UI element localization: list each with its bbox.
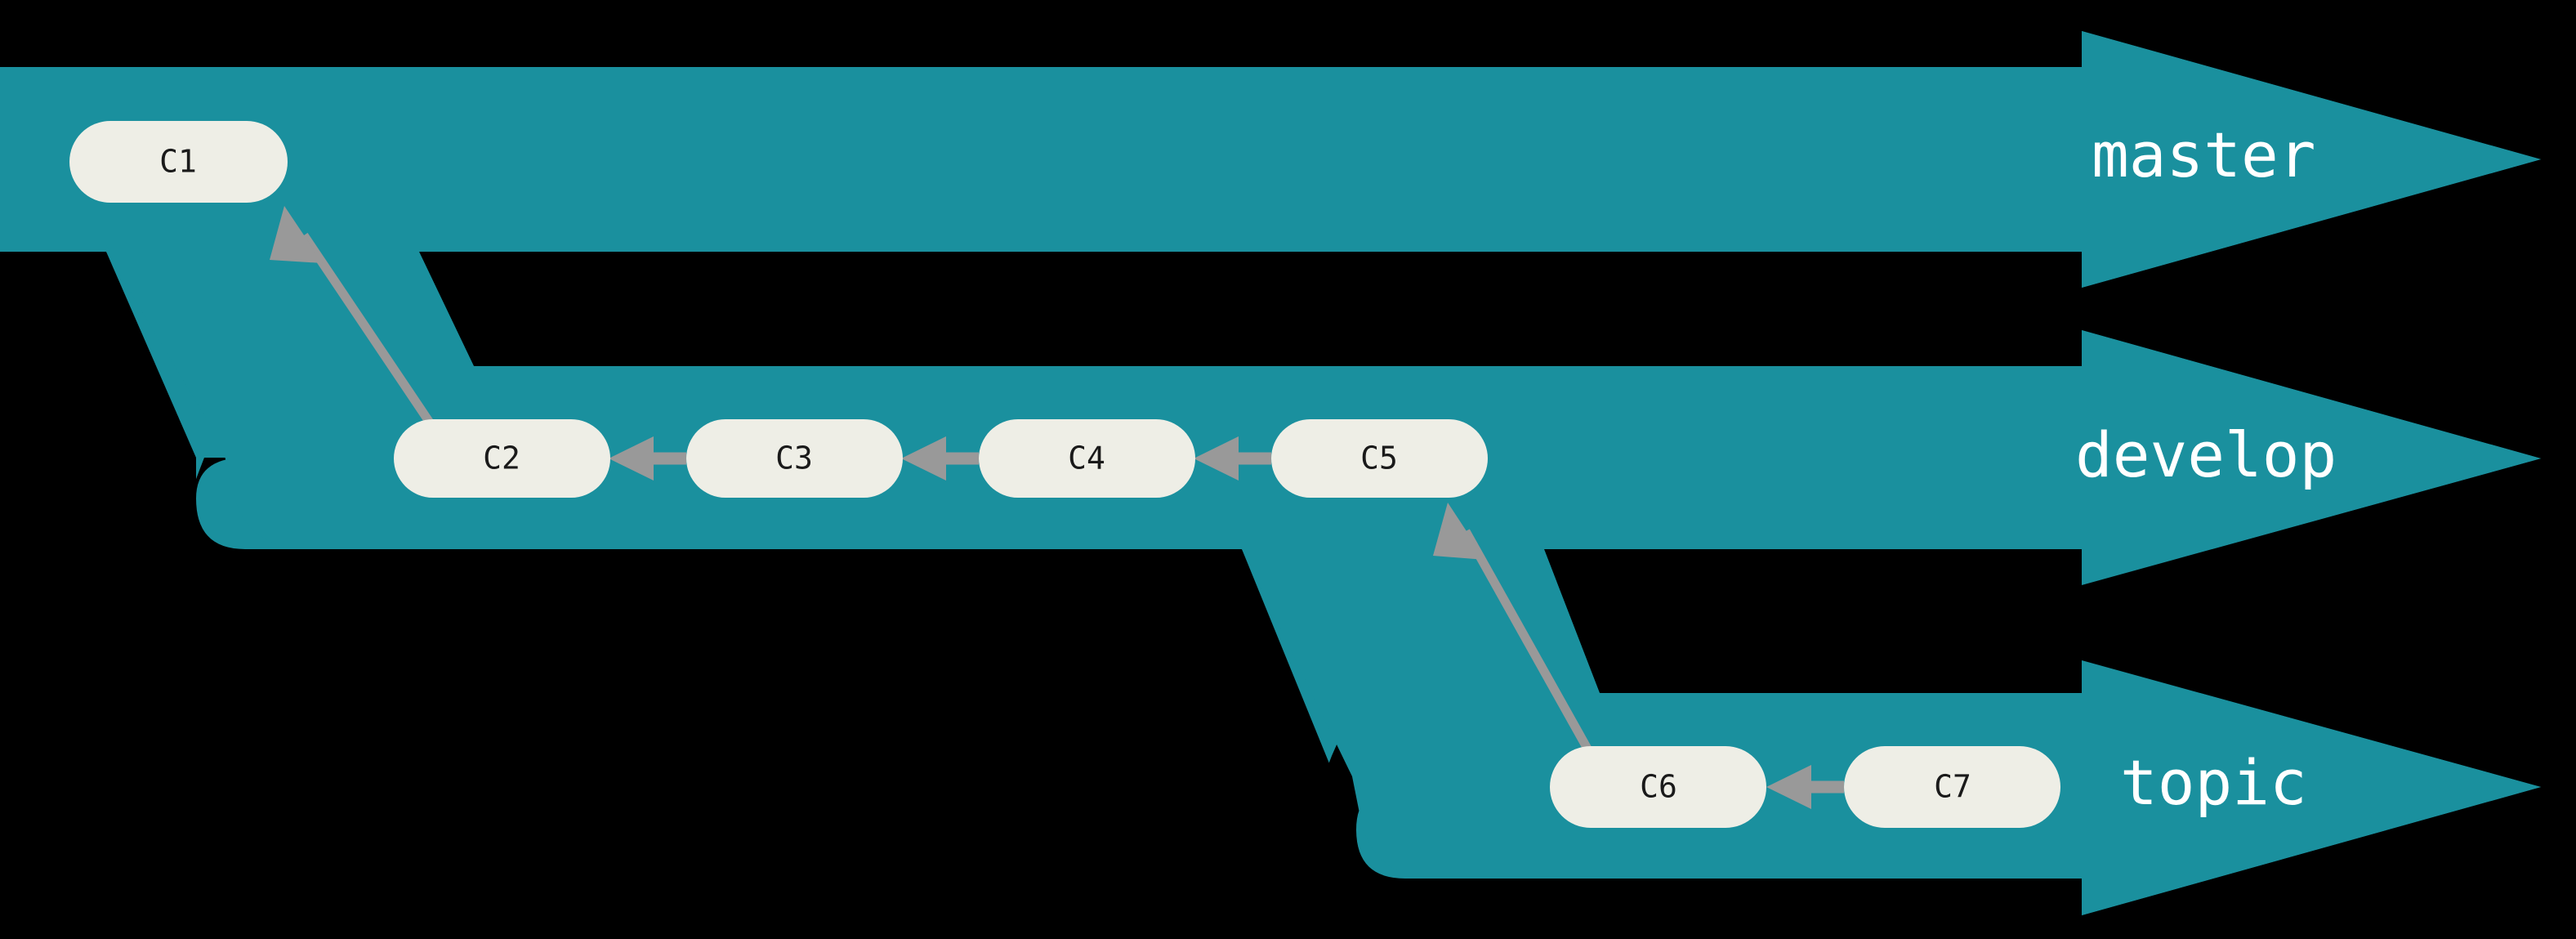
commit-node-c7[interactable]: C7	[1844, 746, 2060, 828]
link-c2-c1-arrowhead	[270, 206, 323, 263]
branch-band-master-body	[0, 67, 2082, 252]
commit-node-c1-label: C1	[159, 144, 197, 180]
gap-left-of-topic-descent	[0, 549, 1356, 939]
gap-left-of-master-descent	[0, 252, 196, 549]
commit-node-c1-shape[interactable]	[69, 121, 288, 203]
branch-label-master: master	[2092, 118, 2316, 191]
link-c4-c3-arrowhead	[901, 436, 946, 481]
commit-node-c2[interactable]: C2	[394, 419, 610, 498]
commit-node-c7-shape[interactable]	[1844, 746, 2060, 828]
commit-node-c6-shape[interactable]	[1550, 746, 1766, 828]
gap-right-of-topic-top	[2082, 549, 2576, 693]
commit-node-c4[interactable]: C4	[979, 419, 1195, 498]
link-c6-c5-arrowhead	[1433, 503, 1485, 560]
link-c4-c3	[901, 436, 979, 481]
commit-node-c5-shape[interactable]	[1271, 419, 1488, 498]
branch-connector-topic-restore	[1242, 549, 1600, 879]
branch-label-topic: topic	[2120, 746, 2307, 819]
branch-label-develop: develop	[2075, 418, 2337, 491]
branch-arrowhead-master	[2082, 31, 2541, 288]
commit-node-c7-label: C7	[1934, 769, 1971, 805]
link-c5-c4	[1194, 436, 1271, 481]
commit-node-c3[interactable]: C3	[686, 419, 903, 498]
commit-node-c4-shape[interactable]	[979, 419, 1195, 498]
link-c3-c2	[609, 436, 686, 481]
commit-node-c2-label: C2	[483, 440, 520, 476]
link-c2-c1-shaft	[300, 232, 437, 431]
commit-node-c6-label: C6	[1640, 769, 1677, 805]
link-c7-c6	[1766, 765, 1844, 809]
commit-node-c3-shape[interactable]	[686, 419, 903, 498]
commit-node-c5-label: C5	[1360, 440, 1398, 476]
gap-master-develop	[419, 252, 2082, 366]
link-c3-c2-arrowhead	[609, 436, 654, 481]
commit-node-c1[interactable]: C1	[69, 121, 288, 203]
link-c6-c5-shaft	[1462, 529, 1596, 758]
commit-node-c2-shape[interactable]	[394, 419, 610, 498]
branch-arrowhead-topic	[2082, 660, 2541, 915]
link-c7-c6-arrowhead	[1766, 765, 1811, 809]
commit-node-c3-label: C3	[775, 440, 813, 476]
branch-connector-develop-restore	[106, 252, 474, 549]
gap-develop-topic	[1544, 549, 2082, 693]
commit-node-c4-label: C4	[1068, 440, 1105, 476]
branch-arrowhead-develop	[2082, 330, 2541, 585]
link-c6-c5	[1433, 503, 1596, 758]
commit-node-c5[interactable]: C5	[1271, 419, 1488, 498]
commit-node-c6[interactable]: C6	[1550, 746, 1766, 828]
link-c5-c4-arrowhead	[1194, 436, 1239, 481]
link-c2-c1	[270, 206, 437, 431]
